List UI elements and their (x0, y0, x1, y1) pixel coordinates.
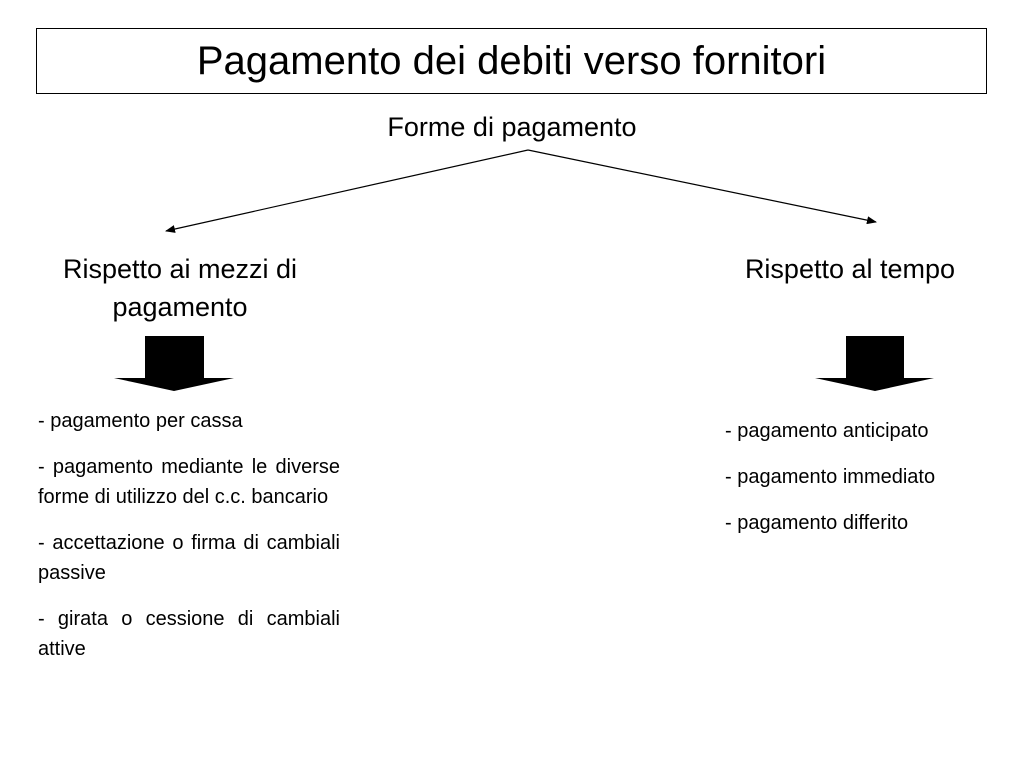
connector-line-left (165, 149, 529, 233)
list-item: - pagamento mediante le diverse forme di… (38, 456, 340, 508)
branch-title-time: Rispetto al tempo (744, 254, 956, 284)
block-down-arrow-icon (114, 336, 234, 391)
list-item: - girata o cessione di cambiali attive (38, 608, 340, 660)
list-item: - pagamento immediato (725, 466, 936, 488)
means-of-payment-list: - pagamento per cassa - pagamento median… (38, 406, 340, 680)
payment-timing-list: - pagamento anticipato - pagamento immed… (725, 416, 1020, 554)
root-node-label: Forme di pagamento (387, 112, 637, 142)
list-item: - pagamento anticipato (725, 420, 929, 442)
list-item: - pagamento differito (725, 512, 909, 534)
list-item: - accettazione o firma di cambiali passi… (38, 532, 340, 584)
list-item: - pagamento per cassa (38, 410, 243, 432)
title-box: Pagamento dei debiti verso fornitori (36, 28, 987, 94)
connector-line-right (527, 149, 877, 225)
branch-title-means: Rispetto ai mezzi di pagamento (62, 254, 298, 322)
block-down-arrow-icon (815, 336, 934, 391)
page-title: Pagamento dei debiti verso fornitori (196, 39, 827, 83)
